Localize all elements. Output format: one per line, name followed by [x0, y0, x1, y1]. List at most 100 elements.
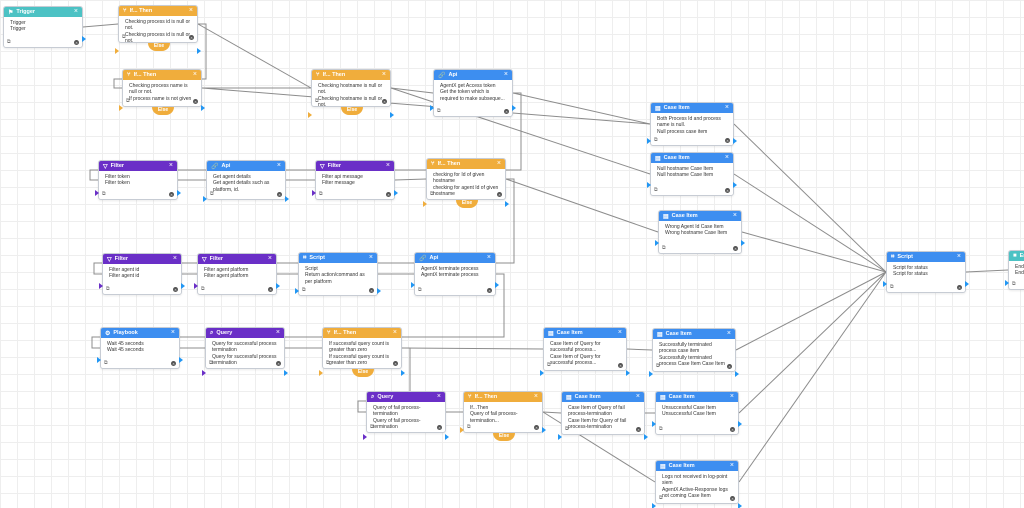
output-port[interactable]	[285, 196, 289, 203]
delete-icon[interactable]: ×	[171, 361, 176, 366]
copy-icon[interactable]: ⧉	[319, 191, 323, 197]
close-icon[interactable]: ×	[168, 162, 173, 169]
input-port[interactable]	[363, 433, 367, 440]
node-ci8[interactable]: ▤Case Item×Logs not received in log-poin…	[652, 460, 742, 508]
close-icon[interactable]: ×	[392, 329, 397, 336]
copy-icon[interactable]: ⧉	[437, 108, 441, 114]
else-port[interactable]: Else	[493, 433, 515, 441]
close-icon[interactable]: ×	[172, 255, 177, 262]
close-icon[interactable]: ×	[170, 329, 175, 336]
input-port[interactable]	[655, 239, 659, 246]
input-port[interactable]	[652, 420, 656, 427]
close-icon[interactable]: ×	[726, 330, 731, 337]
node-header[interactable]: ▤Case Item×	[651, 103, 733, 113]
node-header[interactable]: ■End×	[1009, 251, 1024, 261]
input-port[interactable]	[647, 181, 651, 188]
input-port[interactable]	[203, 196, 207, 203]
close-icon[interactable]: ×	[276, 162, 281, 169]
node-header[interactable]: ▽Filter×	[103, 254, 181, 264]
input-port[interactable]	[115, 47, 119, 54]
input-port[interactable]	[97, 356, 101, 363]
node-c5[interactable]: ⑂If... Then×If successful query count is…	[319, 327, 405, 377]
close-icon[interactable]: ×	[956, 253, 961, 260]
node-header[interactable]: ▤Case Item×	[544, 328, 626, 338]
else-port[interactable]: Else	[148, 43, 170, 51]
output-port[interactable]	[505, 200, 509, 207]
delete-icon[interactable]: ×	[369, 288, 374, 293]
copy-icon[interactable]: ⧉	[659, 495, 663, 501]
node-q2[interactable]: ⌕Query×Query of fail process-termination…	[363, 391, 449, 440]
delete-icon[interactable]: ×	[386, 192, 391, 197]
output-port[interactable]	[201, 105, 205, 112]
node-header[interactable]: 🔗Api×	[415, 253, 495, 263]
node-c2[interactable]: ⑂If... Then×Checking process name is nul…	[119, 69, 205, 115]
delete-icon[interactable]: ×	[504, 109, 509, 114]
delete-icon[interactable]: ×	[487, 288, 492, 293]
copy-icon[interactable]: ⧉	[418, 287, 422, 293]
output-port[interactable]	[181, 282, 185, 289]
node-header[interactable]: ▤Case Item×	[656, 392, 738, 402]
input-port[interactable]	[647, 138, 651, 145]
output-port[interactable]	[276, 282, 280, 289]
output-port[interactable]	[626, 369, 630, 376]
node-c4[interactable]: ⑂If... Then×checking for Id of given hos…	[423, 158, 509, 208]
node-header[interactable]: ⑂If... Then×	[323, 328, 401, 338]
node-header[interactable]: ⌕Query×	[367, 392, 445, 402]
delete-icon[interactable]: ×	[497, 192, 502, 197]
close-icon[interactable]: ×	[732, 212, 737, 219]
input-port[interactable]	[295, 288, 299, 295]
output-port[interactable]	[512, 105, 516, 112]
input-port[interactable]	[99, 282, 103, 289]
copy-icon[interactable]: ⧉	[890, 284, 894, 290]
delete-icon[interactable]: ×	[727, 364, 732, 369]
node-header[interactable]: ⚙Playbook×	[101, 328, 179, 338]
copy-icon[interactable]: ⧉	[126, 98, 130, 104]
copy-icon[interactable]: ⧉	[370, 424, 374, 430]
delete-icon[interactable]: ×	[382, 99, 387, 104]
delete-icon[interactable]: ×	[393, 361, 398, 366]
node-ci1[interactable]: ▤Case Item×Both Process Id and process n…	[647, 102, 737, 146]
copy-icon[interactable]: ⧉	[547, 362, 551, 368]
node-header[interactable]: ⌗Script×	[299, 253, 377, 263]
copy-icon[interactable]: ⧉	[302, 287, 306, 293]
node-header[interactable]: ⌕Query×	[206, 328, 284, 338]
copy-icon[interactable]: ⧉	[210, 191, 214, 197]
input-port[interactable]	[319, 369, 323, 376]
delete-icon[interactable]: ×	[276, 361, 281, 366]
close-icon[interactable]: ×	[724, 154, 729, 161]
close-icon[interactable]: ×	[368, 254, 373, 261]
delete-icon[interactable]: ×	[618, 363, 623, 368]
input-port[interactable]	[883, 280, 887, 287]
close-icon[interactable]: ×	[729, 393, 734, 400]
close-icon[interactable]: ×	[486, 254, 491, 261]
close-icon[interactable]: ×	[188, 7, 193, 14]
node-header[interactable]: ⑂If... Then×	[312, 70, 390, 80]
node-q1[interactable]: ⌕Query×Query for successful process term…	[202, 327, 288, 376]
input-port[interactable]	[652, 502, 656, 508]
close-icon[interactable]: ×	[73, 8, 78, 15]
close-icon[interactable]: ×	[533, 393, 538, 400]
close-icon[interactable]: ×	[617, 329, 622, 336]
node-header[interactable]: 🔗Api×	[434, 70, 512, 80]
copy-icon[interactable]: ⧉	[201, 286, 205, 292]
output-port[interactable]	[390, 111, 394, 118]
input-port[interactable]	[430, 105, 434, 112]
else-port[interactable]: Else	[456, 200, 478, 208]
copy-icon[interactable]: ⧉	[7, 39, 11, 45]
output-port[interactable]	[179, 356, 183, 363]
input-port[interactable]	[194, 282, 198, 289]
node-header[interactable]: ▤Case Item×	[656, 461, 738, 471]
close-icon[interactable]: ×	[503, 71, 508, 78]
output-port[interactable]	[394, 189, 398, 196]
input-port[interactable]	[649, 370, 653, 377]
output-port[interactable]	[177, 189, 181, 196]
node-header[interactable]: ▽Filter×	[99, 161, 177, 171]
